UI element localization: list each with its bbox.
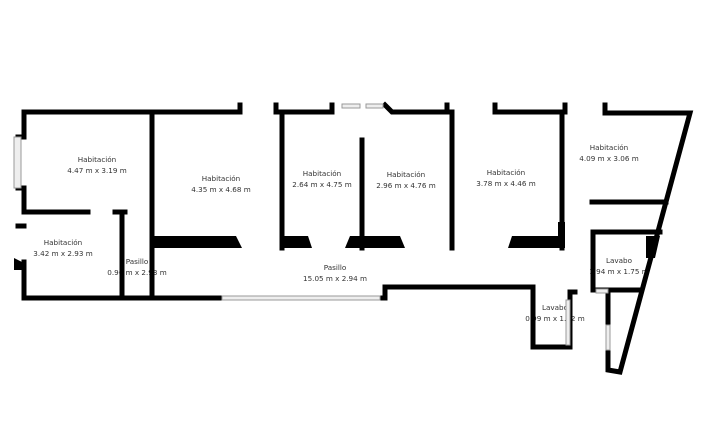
window [13, 136, 22, 189]
room-label-bathroom-1: Lavabo 1.94 m x 1.75 m [589, 255, 648, 277]
window [605, 324, 611, 351]
room-name: Habitación [43, 238, 83, 247]
room-name: Habitación [589, 143, 629, 152]
room-size: 4.09 m x 3.06 m [579, 154, 639, 163]
wall-block [282, 236, 312, 248]
room-label-hallway-1: Pasillo 0.96 m x 2.93 m [107, 256, 166, 278]
room-label-bedroom-1: Habitación 4.47 m x 3.19 m [67, 154, 126, 176]
room-size: 3.78 m x 4.46 m [476, 179, 536, 188]
wall [15, 185, 27, 215]
room-size: 15.05 m x 2.94 m [303, 274, 367, 283]
windows [13, 103, 611, 351]
room-label-bedroom-6: Habitación 4.09 m x 3.06 m [579, 142, 638, 164]
room-size: 4.47 m x 3.19 m [67, 166, 127, 175]
wall [590, 229, 643, 293]
wall [377, 284, 578, 350]
room-name: Lavabo [605, 256, 633, 265]
room-size: 0.99 m x 1.72 m [525, 314, 585, 323]
room-name: Pasillo [125, 257, 149, 266]
room-name: Habitación [302, 169, 342, 178]
room-label-bathroom-2: Lavabo 0.99 m x 1.72 m [525, 302, 584, 324]
room-size: 4.35 m x 4.68 m [191, 185, 251, 194]
wall-block [508, 222, 565, 248]
wall [492, 102, 568, 115]
room-name: Lavabo [541, 303, 569, 312]
window [595, 288, 609, 294]
room-label-bedroom-2: Habitación 4.35 m x 4.68 m [191, 173, 250, 195]
room-name: Habitación [201, 174, 241, 183]
room-name: Habitación [386, 170, 426, 179]
window [221, 295, 381, 301]
room-label-bedroom-4: Habitación 2.96 m x 4.76 m [376, 169, 435, 191]
wall [381, 101, 450, 115]
wall-block [345, 236, 405, 248]
wall-block [14, 258, 26, 270]
room-name: Pasillo [323, 263, 347, 272]
window [565, 299, 571, 346]
wall [273, 102, 335, 115]
room-size: 1.94 m x 1.75 m [589, 267, 649, 276]
window [365, 103, 384, 109]
wall [21, 102, 243, 140]
room-label-bedroom-3: Habitación 2.64 m x 4.75 m [292, 168, 351, 190]
wall [21, 259, 225, 301]
room-size: 2.64 m x 4.75 m [292, 180, 352, 189]
room-size: 3.42 m x 2.93 m [33, 249, 93, 258]
room-size: 0.96 m x 2.93 m [107, 268, 167, 277]
wall-block [646, 236, 660, 258]
room-label-hallway-2: Pasillo 15.05 m x 2.94 m [303, 262, 367, 284]
room-label-bedroom-5: Habitación 3.78 m x 4.46 m [476, 167, 535, 189]
room-label-bedroom-7: Habitación 3.42 m x 2.93 m [33, 237, 92, 259]
wall-fills [14, 222, 660, 270]
window [341, 103, 361, 109]
room-name: Habitación [77, 155, 117, 164]
room-name: Habitación [486, 168, 526, 177]
wall-block [152, 236, 242, 248]
room-size: 2.96 m x 4.76 m [376, 181, 436, 190]
